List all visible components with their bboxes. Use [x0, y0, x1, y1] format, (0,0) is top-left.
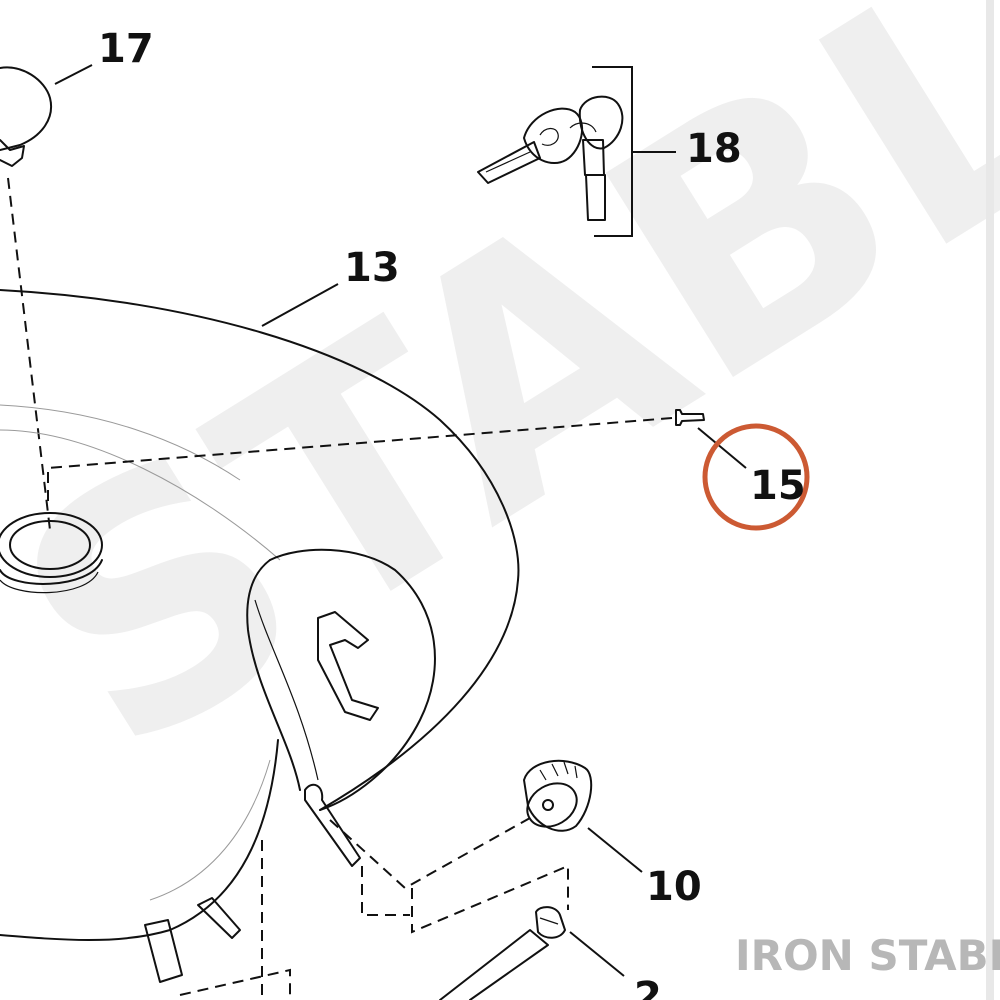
bracket-18	[592, 66, 676, 237]
assembly-line-10	[329, 817, 569, 934]
part-18-keys	[477, 95, 624, 221]
callout-10: 10	[646, 864, 702, 910]
brand-logo-text: IRON STABLE	[735, 931, 1000, 980]
leader-10	[587, 827, 643, 873]
leader-15	[697, 427, 747, 469]
callout-15: 15	[750, 463, 806, 509]
assembly-line-lower	[179, 840, 291, 1000]
leader-13	[261, 283, 339, 327]
part-2-hose-clamp	[439, 906, 566, 1000]
assembly-line-17	[7, 177, 51, 531]
highlight-circle-15	[702, 423, 810, 531]
part-10-nut	[523, 759, 593, 832]
watermark-text: STABLE	[0, 0, 1000, 826]
part-15-pin	[675, 409, 705, 426]
callout-13: 13	[344, 245, 400, 291]
part-17-cap	[0, 66, 53, 167]
leader-17	[54, 64, 93, 85]
assembly-line-15	[47, 417, 673, 508]
leader-2	[569, 931, 625, 977]
part-13-tank	[0, 289, 520, 983]
callout-18: 18	[686, 126, 742, 172]
callout-2: 2	[634, 974, 662, 1000]
callout-17: 17	[98, 26, 154, 72]
